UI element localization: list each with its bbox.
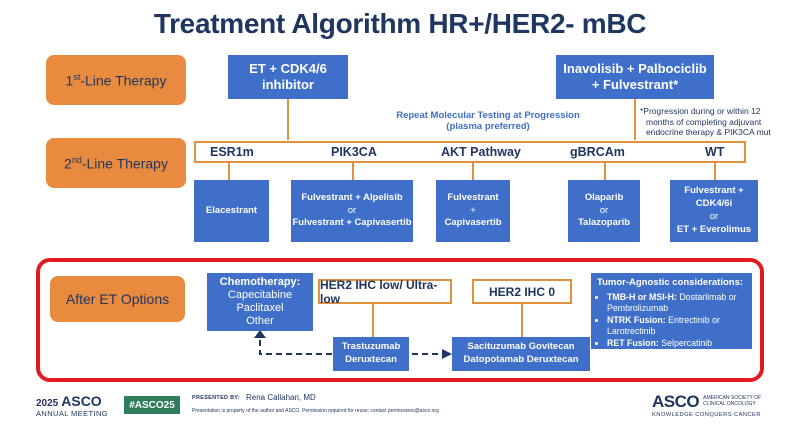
dato-line2: Datopotamab Deruxtecan (463, 354, 579, 365)
asco-society-line1: AMERICAN SOCIETY OF (703, 395, 762, 402)
sg-line1: Sacituzumab Govitecan (467, 341, 575, 353)
asco-society-line2: CLINICAL ONCOLOGY (703, 401, 756, 407)
her2-low-box: HER2 IHC low/ Ultra-low (318, 278, 452, 306)
sl-box4-line3: Talazoparib (577, 217, 631, 229)
asco-logo: ASCO AMERICAN SOCIETY OF CLINICAL ONCOLO… (652, 392, 772, 418)
footnote-line1: *Progression during or within 12 (640, 106, 761, 116)
after-et-text: After ET Options (65, 291, 170, 307)
sl-box5-line1: Fulvestrant + (684, 185, 744, 197)
connector-first-right (634, 99, 636, 140)
row-label-second-line: 2nd-Line Therapy (46, 138, 186, 188)
tumor-agnostic-list: TMB-H or MSI-H: Dostarlimab or Pembroliz… (597, 291, 746, 350)
presenter-name: Rena Callahan, MD (246, 393, 316, 402)
first-line-box-inavolisib: Inavolisib + Palbociclib + Fulvestrant* (556, 55, 714, 99)
sl-box5-line4: ET + Everolimus (676, 223, 752, 235)
sl-box3-line1: Fulvestrant (447, 191, 499, 203)
progression-footnote: *Progression during or within 12 months … (640, 106, 790, 138)
tdxd-line1: Trastuzumab (341, 341, 401, 353)
presentation-disclaimer: Presentation is property of the author a… (192, 408, 439, 414)
asco-tagline: KNOWLEDGE CONQUERS CANCER (652, 412, 761, 418)
sl-box5-line2: CDK4/6i (695, 198, 733, 210)
second-line-box-akt: Fulvestrant + Capivasertib (436, 180, 510, 242)
biomarker-wt: WT (705, 145, 725, 159)
ret-label: RET Fusion: (607, 337, 659, 348)
sl-box5-line3: or (709, 211, 719, 222)
meeting-name: ANNUAL MEETING (36, 409, 108, 418)
tumor-agnostic-item-ret: RET Fusion: Selpercatinib (607, 338, 746, 349)
biomarker-pik3ca: PIK3CA (331, 145, 377, 159)
connector-first-left (287, 99, 289, 140)
chemo-item-other: Other (246, 315, 274, 328)
sl-box4-line2: or (599, 204, 609, 216)
first-line-right-line1: Inavolisib + Palbociclib (563, 60, 707, 76)
chemo-title: Chemotherapy: (219, 275, 301, 288)
second-line-box-elacestrant: Elacestrant (194, 180, 269, 242)
biomarker-akt: AKT Pathway (441, 145, 521, 159)
asco-logo-text: ASCO (652, 392, 700, 411)
connector-akt (472, 163, 474, 180)
arrowhead-right (442, 349, 452, 359)
sl-box4-line1: Olaparib (584, 191, 624, 203)
chemo-item-capecitabine: Capecitabine (227, 288, 293, 301)
asco-society: AMERICAN SOCIETY OF CLINICAL ONCOLOGY (703, 395, 762, 408)
first-line-left-line1: ET + CDK4/6 (249, 60, 327, 76)
sl-box2-line1: Fulvestrant + Alpelisib (301, 191, 403, 203)
dashed-arrows (254, 330, 452, 359)
sl-box1-line1: Elacestrant (205, 204, 258, 216)
tumor-agnostic-item-tmb: TMB-H or MSI-H: Dostarlimab or Pembroliz… (607, 292, 746, 314)
ntrk-text: Entrectinib or Larotrectinib (607, 314, 720, 336)
first-line-box-et-cdk: ET + CDK4/6 inhibitor (228, 55, 348, 99)
tmb-text: Dostarlimab or Pembrolizumab (607, 291, 737, 313)
row-label-first-line: 1st-Line Therapy (46, 55, 186, 105)
her2-zero-box: HER2 IHC 0 (472, 279, 572, 304)
connector-her2-low (372, 304, 374, 337)
second-line-text: 2nd-Line Therapy (64, 154, 168, 172)
connector-gbrcam (604, 163, 606, 180)
page-title: Treatment Algorithm HR+/HER2- mBC (153, 8, 647, 39)
connector-pik3ca (352, 163, 354, 180)
ret-text: Selpercatinib (658, 337, 713, 348)
sg-dato-box: Sacituzumab Govitecan Datopotamab Deruxt… (452, 337, 590, 371)
connector-esr1m (228, 163, 230, 180)
tumor-agnostic-title: Tumor-Agnostic considerations: (597, 277, 744, 288)
second-line-box-brca: Olaparib or Talazoparib (568, 180, 640, 242)
chemo-item-paclitaxel: Paclitaxel (236, 302, 284, 314)
sl-box3-line3: Capivasertib (444, 217, 502, 229)
connector-her2-zero (521, 304, 523, 337)
sl-box2-line2: or (347, 204, 357, 216)
dashed-arrow-to-chemo (259, 336, 332, 355)
repeat-testing-note: Repeat Molecular Testing at Progression … (368, 110, 608, 133)
repeat-testing-line1: Repeat Molecular Testing at Progression (396, 110, 580, 121)
chemotherapy-box: Chemotherapy: Capecitabine Paclitaxel Ot… (207, 273, 313, 331)
biomarker-bar (194, 141, 746, 163)
ntrk-label: NTRK Fusion: (607, 314, 666, 325)
meeting-org: ASCO (61, 393, 102, 409)
trastuzumab-deruxtecan-box: Trastuzumab Deruxtecan (333, 337, 409, 371)
presented-by-label: PRESENTED BY: (192, 395, 241, 401)
hashtag-badge: #ASCO25 (124, 396, 180, 414)
tdxd-line2: Deruxtecan (345, 354, 397, 365)
sl-box2-line3: Fulvestrant + Capivasertib (292, 217, 412, 229)
footnote-line3: endocrine therapy & PIK3CA mut (646, 127, 771, 138)
tumor-agnostic-item-ntrk: NTRK Fusion: Entrectinib or Larotrectini… (607, 315, 746, 337)
footnote-line2: months of completing adjuvant (646, 116, 762, 127)
tmb-label: TMB-H or MSI-H: (607, 291, 677, 302)
tumor-agnostic-box: Tumor-Agnostic considerations: TMB-H or … (591, 273, 752, 349)
first-line-text: 1st-Line Therapy (65, 71, 167, 89)
row-label-after-et: After ET Options (50, 276, 185, 322)
first-line-left-line2: inhibitor (262, 77, 314, 92)
biomarker-esr1m: ESR1m (210, 145, 254, 159)
sl-box3-line2: + (470, 204, 476, 216)
biomarker-gbrcam: gBRCAm (570, 145, 625, 159)
first-line-right-line2: + Fulvestrant* (591, 77, 679, 92)
second-line-box-wt: Fulvestrant + CDK4/6i or ET + Everolimus (670, 180, 758, 242)
after-et-container (36, 258, 764, 382)
repeat-testing-line2: (plasma preferred) (446, 121, 530, 133)
second-line-box-pik3ca: Fulvestrant + Alpelisib or Fulvestrant +… (291, 180, 413, 242)
arrowhead-up (254, 330, 266, 338)
meeting-year: 2025 (36, 398, 59, 409)
meeting-logo: 2025 ASCO ANNUAL MEETING (36, 393, 118, 418)
connector-wt (714, 163, 716, 180)
